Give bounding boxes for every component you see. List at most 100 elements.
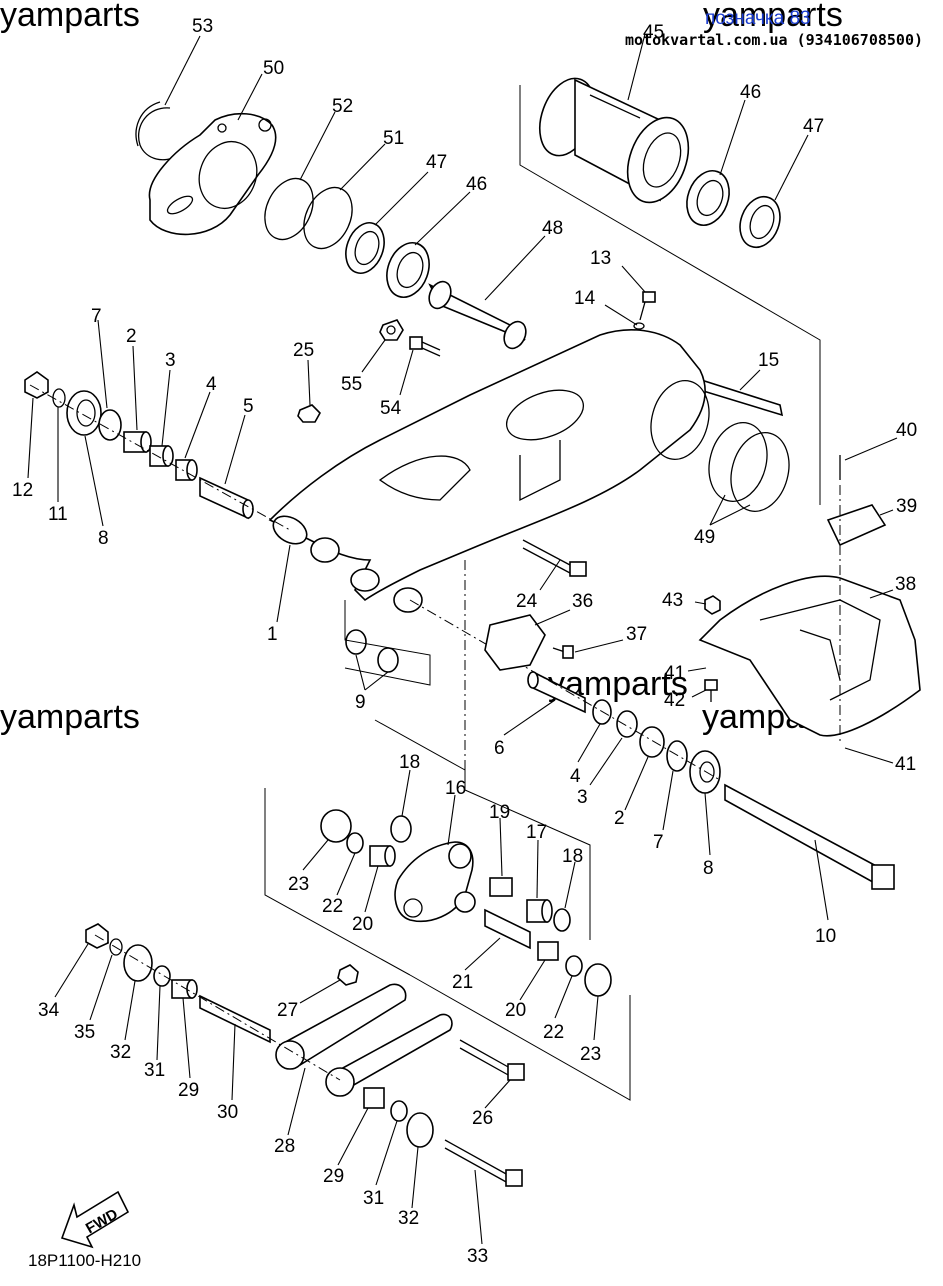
seal-cap-part — [320, 809, 352, 843]
fwd-arrow-icon: FWD — [60, 1190, 130, 1249]
bearing-part — [369, 845, 396, 867]
o-ring-part — [264, 177, 314, 241]
callout-label: 30 — [217, 1102, 238, 1123]
callout-label: 15 — [758, 350, 779, 371]
callout-label: 6 — [494, 738, 505, 759]
callout-label: 18 — [399, 752, 420, 773]
callout-label: 38 — [895, 574, 916, 595]
callout-label: 19 — [489, 802, 510, 823]
relay-arm-part — [394, 841, 476, 922]
watermark: yamparts — [0, 698, 140, 736]
callout-label: 20 — [505, 1000, 526, 1021]
callout-label: 21 — [452, 972, 473, 993]
bolt-part — [459, 1039, 525, 1081]
axis-line — [29, 384, 291, 531]
callout-label: 3 — [165, 350, 176, 371]
collar-part — [527, 670, 586, 714]
callout-label: 31 — [363, 1188, 384, 1209]
callout-label: 42 — [664, 690, 685, 711]
callout-label: 46 — [466, 174, 487, 195]
callout-label: 2 — [614, 808, 625, 829]
callout-label: 25 — [293, 340, 314, 361]
oil-seal-part — [565, 955, 583, 977]
callout-label: 47 — [426, 152, 447, 173]
chain-slider-part — [484, 614, 546, 671]
callout-label: 51 — [383, 128, 404, 149]
callout-label: 24 — [516, 591, 538, 612]
bearing-part — [171, 979, 198, 999]
nut-part — [24, 371, 49, 399]
seal-cap-part — [584, 963, 612, 997]
oil-seal-part — [666, 740, 688, 772]
callout-label: 10 — [815, 926, 836, 947]
diagram-ref: 18P1100-H210 — [28, 1251, 141, 1270]
eccentric-hub-part — [539, 77, 690, 204]
callout-label: 26 — [472, 1108, 493, 1129]
callout-label: 37 — [626, 624, 647, 645]
watermark: yamparts — [703, 0, 843, 34]
bearing-part — [123, 431, 152, 453]
callout-label: 54 — [380, 398, 402, 419]
swingarm-part — [268, 329, 710, 613]
callout-label: 46 — [740, 82, 761, 103]
callout-label: 50 — [263, 58, 284, 79]
callout-label: 45 — [643, 22, 664, 43]
callout-label: 39 — [896, 496, 917, 517]
oil-seal-part — [390, 1100, 408, 1122]
callout-label: 13 — [590, 248, 611, 269]
callout-label: 49 — [694, 527, 715, 548]
callout-label: 29 — [178, 1080, 199, 1101]
axis-line — [94, 934, 341, 1081]
callout-label: 3 — [577, 787, 588, 808]
callout-labels: 53 50 52 51 47 46 45 46 47 48 13 14 15 7… — [12, 16, 917, 1267]
callout-label: 9 — [355, 692, 366, 713]
o-ring-part — [730, 432, 790, 512]
callout-label: 41 — [895, 754, 916, 775]
callout-label: 2 — [126, 326, 137, 347]
callout-label: 8 — [703, 858, 714, 879]
bushing-part — [377, 647, 399, 673]
bolt-part — [522, 539, 587, 577]
callout-label: 16 — [445, 778, 466, 799]
callout-label: 31 — [144, 1060, 165, 1081]
callout-label: 53 — [192, 16, 213, 37]
callout-label: 23 — [288, 874, 309, 895]
callout-label: 52 — [332, 96, 353, 117]
callout-label: 20 — [352, 914, 373, 935]
callout-label: 23 — [580, 1044, 601, 1065]
callout-label: 11 — [48, 504, 68, 525]
callout-label: 32 — [110, 1042, 131, 1063]
bearing-part — [537, 941, 559, 961]
callout-label: 35 — [74, 1022, 95, 1043]
connecting-rod-part — [275, 983, 453, 1097]
callout-label: 8 — [98, 528, 109, 549]
callout-label: 7 — [91, 306, 102, 327]
circlip-part — [135, 101, 179, 161]
washer-part — [52, 388, 66, 408]
callout-label: 27 — [277, 1000, 298, 1021]
header-tag: позначка 83 — [705, 8, 811, 29]
bearing-part — [686, 170, 730, 226]
callout-label: 36 — [572, 591, 593, 612]
seal-cap-part — [66, 390, 102, 436]
pivot-shaft-part — [724, 783, 895, 890]
oil-seal-part — [346, 832, 364, 854]
bearing-part — [175, 459, 198, 481]
oil-seal-part — [390, 815, 412, 843]
collar-part — [428, 280, 527, 350]
callout-label: 48 — [542, 218, 563, 239]
bushing-part — [616, 710, 638, 738]
callout-label: 12 — [12, 480, 33, 501]
callout-label: 5 — [243, 396, 254, 417]
callout-label: 47 — [803, 116, 824, 137]
callout-label: 34 — [38, 1000, 60, 1021]
bracket-part — [148, 112, 277, 236]
oil-seal-part — [739, 195, 781, 249]
callout-label: 18 — [562, 846, 583, 867]
callout-label: 41 — [664, 663, 685, 684]
group-bracket — [519, 85, 821, 505]
bolt-part — [633, 291, 656, 330]
chain-guide-part — [693, 376, 784, 417]
site-address: motokvartal.com.ua (934106708500) — [625, 31, 923, 49]
